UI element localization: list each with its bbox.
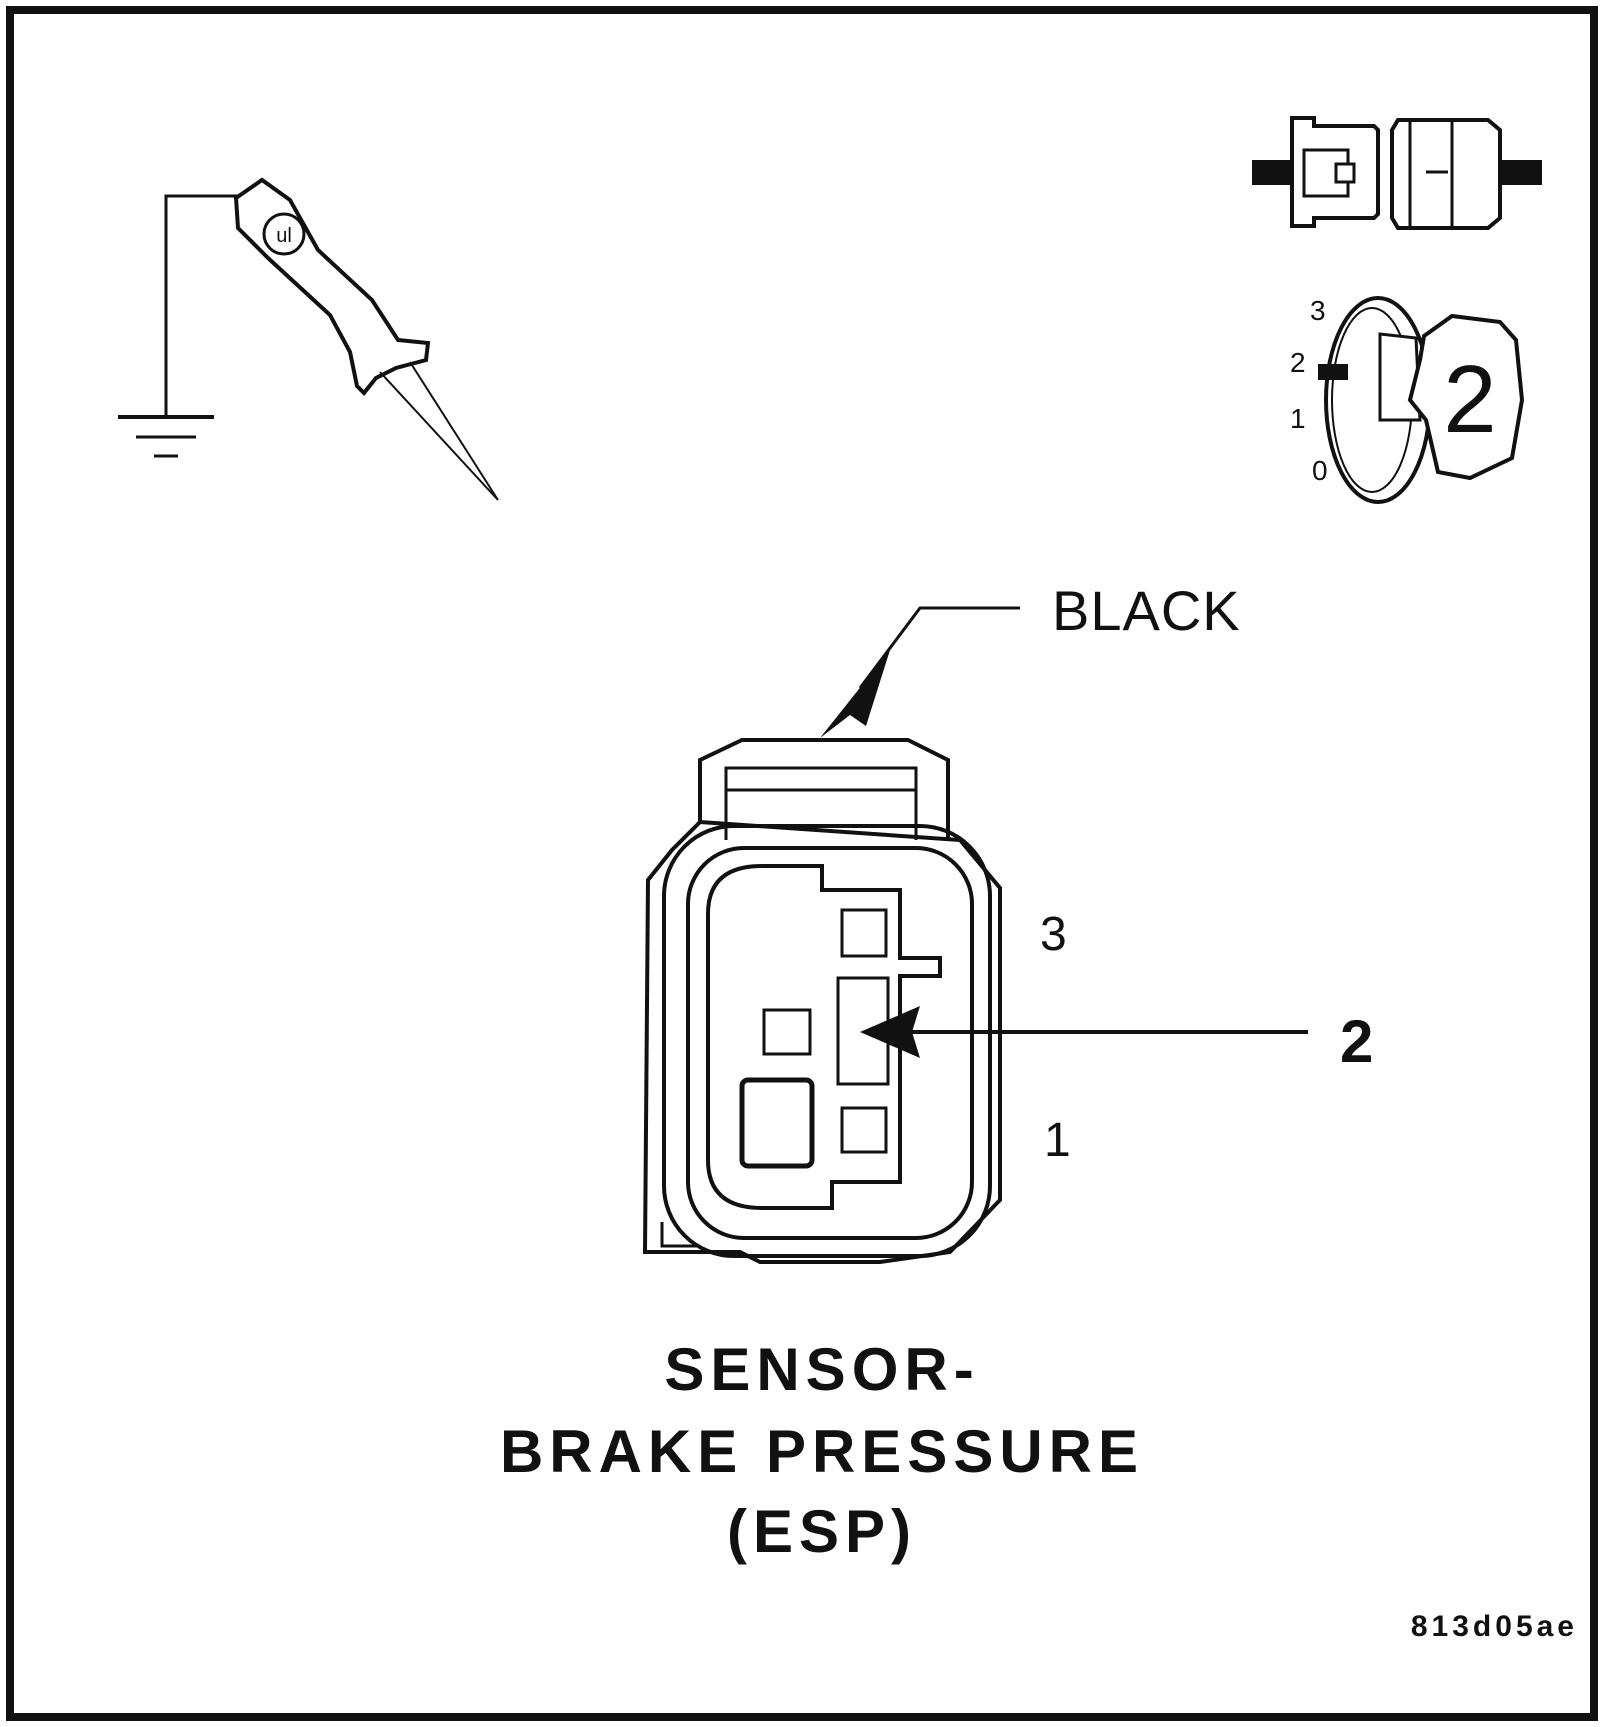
pin-callout-number: 2 (1340, 1008, 1373, 1075)
ignition-position-3: 3 (1310, 295, 1326, 326)
pin-3-cavity (840, 908, 888, 958)
component-title-line3: (ESP) (727, 1498, 917, 1565)
pin-2-callout-arrow (860, 1006, 1308, 1058)
page-border (6, 6, 1598, 1721)
pin-1-cavity (840, 1106, 888, 1154)
component-title-line1: SENSOR- (664, 1336, 979, 1403)
pin-1-label: 1 (1044, 1114, 1071, 1167)
svg-text:ul: ul (276, 225, 292, 247)
connector-color-label: BLACK (1052, 579, 1241, 642)
ignition-position-1: 1 (1290, 403, 1306, 434)
ground-probe-icon: ul (118, 177, 499, 501)
ignition-key-position: 2 (1443, 346, 1496, 453)
disconnected-connector-icon (1252, 116, 1542, 230)
ignition-position-0: 0 (1312, 455, 1328, 486)
connector-face (642, 738, 1002, 1264)
figure-code: 813d05ae (1411, 1610, 1578, 1643)
ignition-key-icon: 2 (1318, 296, 1525, 504)
color-leader-arrow (820, 606, 1020, 738)
component-title-line2: BRAKE PRESSURE (500, 1418, 1144, 1485)
ignition-position-2: 2 (1290, 347, 1306, 378)
pin-3-label: 3 (1040, 908, 1067, 961)
